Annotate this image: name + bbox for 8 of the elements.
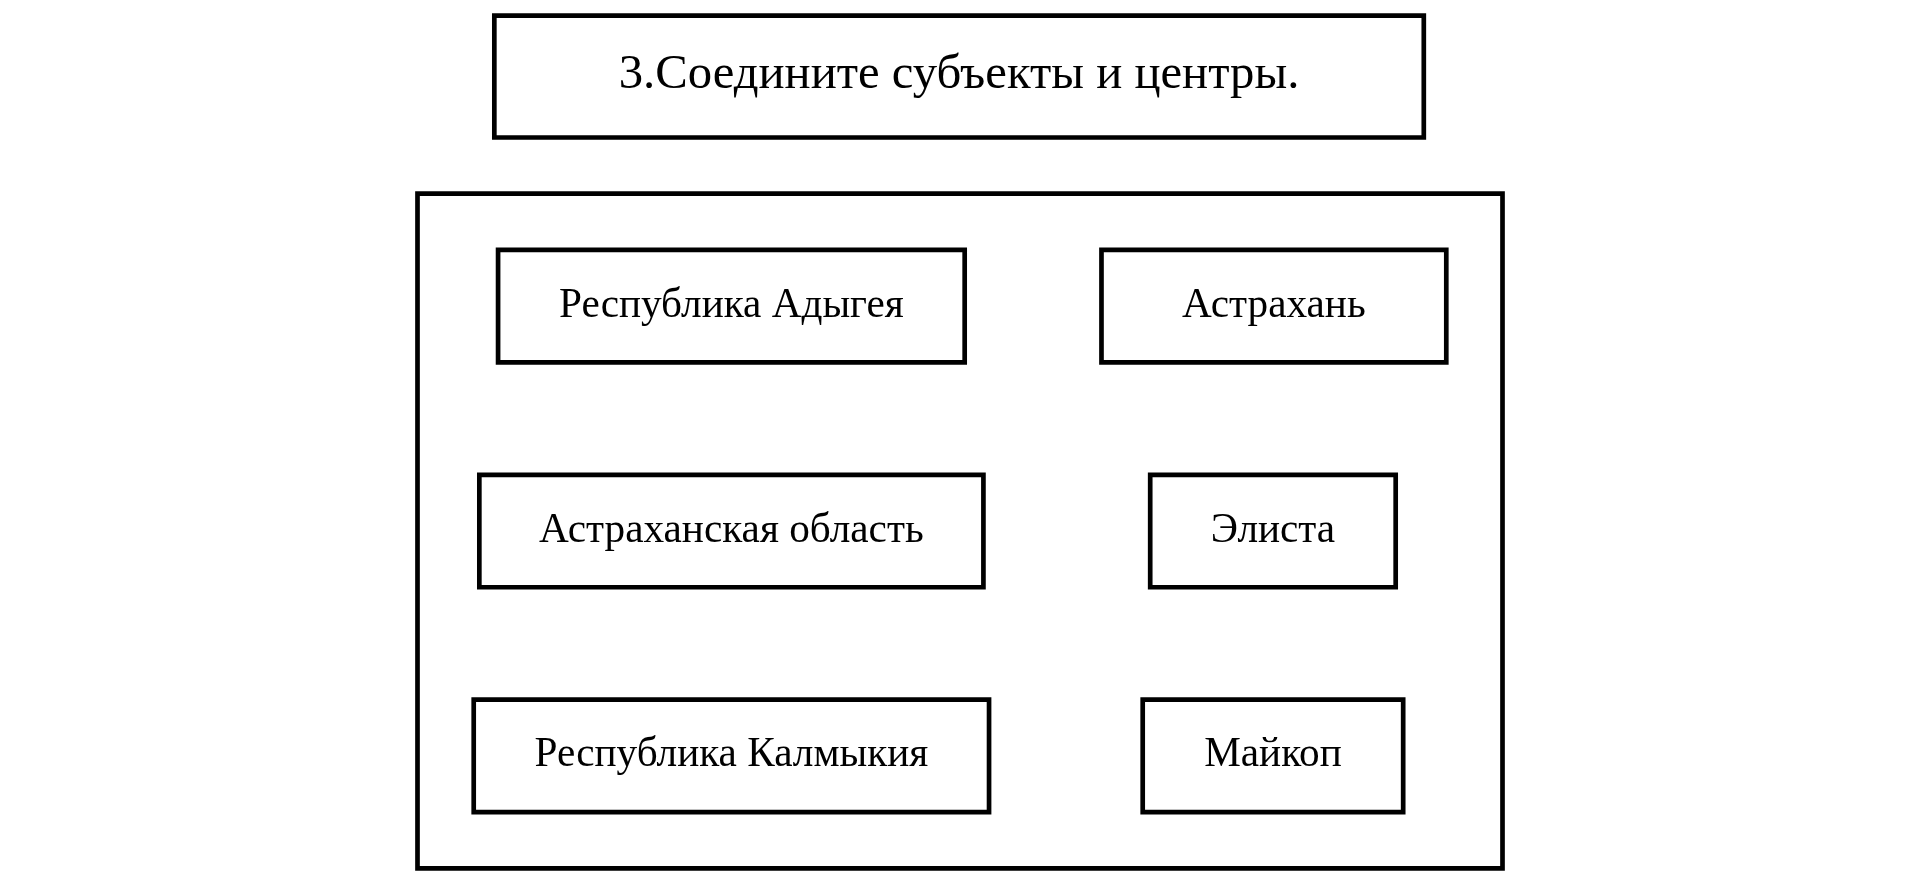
node-box: Астраханская область (477, 472, 986, 590)
node-box: Майкоп (1140, 697, 1406, 815)
node-box: Астрахань (1099, 247, 1449, 365)
node-box: Республика Адыгея (495, 247, 967, 365)
node-box: Элиста (1147, 472, 1399, 590)
node-box: Республика Калмыкия (471, 697, 992, 815)
cluster (415, 191, 1505, 871)
node-box: 3.Соедините субъекты и центры. (492, 13, 1427, 140)
